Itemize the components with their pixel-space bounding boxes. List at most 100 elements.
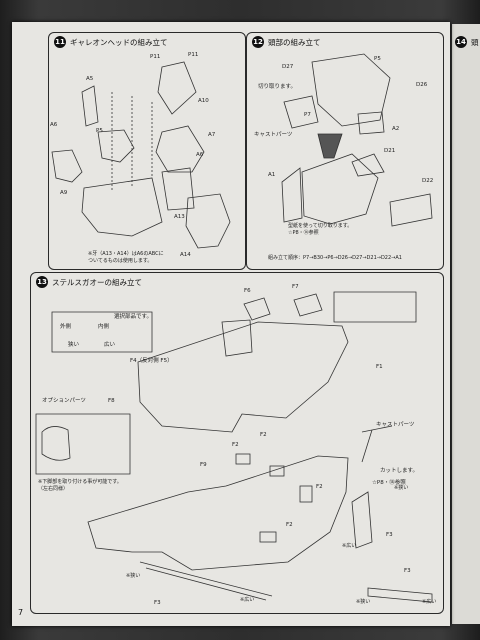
part-f3-bottom [139, 561, 273, 601]
part-cast-face [283, 95, 319, 129]
line-art [35, 53, 433, 603]
assembly-order-12: 組み立て順序：P7→B30→P6→D26→D27→D21→D22→A1 [268, 255, 402, 261]
label-narrow-3: ※狭い [126, 573, 141, 579]
label-a14: A14 [180, 252, 191, 258]
label-p7: P7 [304, 112, 311, 118]
part-f9-base [87, 455, 349, 571]
part-f6 [243, 297, 271, 321]
label-cut: カットします。 [380, 468, 418, 474]
part-a10 [157, 61, 197, 115]
label-outer-1: 外側 [60, 324, 72, 330]
section-11-title: ギャレオンヘッドの組み立て [70, 37, 168, 47]
note-12-line-2: ☆P8・⑭参照 [288, 230, 319, 236]
step-number-13: 13 [36, 276, 48, 288]
part-f3-right [351, 491, 373, 549]
label-ref-13: ☆P8・⑭参照 [372, 480, 406, 486]
label-f8: F8 [108, 398, 115, 404]
label-narrow-1: 狭い [68, 342, 80, 348]
label-d26: D26 [416, 82, 428, 88]
part-a2 [357, 111, 385, 135]
label-p5: P5 [96, 128, 103, 134]
label-p11-b: P11 [188, 52, 199, 58]
label-a2: A2 [392, 126, 400, 132]
section-11-frame [48, 32, 246, 270]
part-f3-small [367, 587, 433, 603]
part-f1-inner [221, 319, 253, 357]
part-a6-right [161, 167, 195, 211]
label-a9: A9 [60, 190, 68, 196]
label-f1: F1 [376, 364, 383, 370]
part-f7 [293, 293, 323, 317]
inner-outer-box [333, 291, 417, 323]
label-f7: F7 [292, 284, 299, 290]
part-f2-2 [269, 465, 285, 477]
part-a13-a14 [185, 193, 231, 249]
note-11-line-2: ついてるものは使用します。 [88, 258, 153, 264]
label-a13: A13 [174, 214, 185, 220]
part-a5 [81, 85, 99, 127]
part-a7 [155, 125, 205, 173]
note-12-line-1: 型紙を使って切り取ります。 [288, 223, 353, 229]
note-12: 型紙を使って切り取ります。 ☆P8・⑭参照 [288, 222, 352, 236]
label-a6-left: A6 [50, 122, 58, 128]
part-f8 [41, 426, 71, 461]
section-12-title: 頭部の組み立て [268, 37, 321, 47]
label-a5: A5 [86, 76, 94, 82]
part-d21 [351, 153, 385, 177]
note-11-line-1: ※牙（A13・A14）はA6のABCに [88, 251, 164, 257]
label-f2-3: F2 [316, 484, 323, 490]
label-f6: F6 [244, 288, 251, 294]
label-a7: A7 [208, 132, 216, 138]
label-f2-2: F2 [260, 432, 267, 438]
part-p5-head [311, 53, 391, 127]
section-13-header: 13 ステルスガオーの組み立て [36, 276, 142, 288]
part-a6-left [51, 149, 83, 183]
label-narrow-2: ※狭い [394, 485, 409, 491]
selection-box [51, 311, 153, 353]
section-12-frame [246, 32, 444, 270]
label-f2-1: F2 [232, 442, 239, 448]
note-13: ※下脚部を取り付ける事が可能です。 （左右同様） [38, 478, 122, 492]
note-13-line-2: （左右同様） [38, 486, 69, 492]
next-page-edge [452, 24, 480, 624]
label-option-parts: オプションパーツ [42, 398, 86, 404]
part-a9 [81, 177, 163, 237]
label-cast-parts-12: キャストパーツ [254, 132, 293, 138]
note-13-line-1: ※下脚部を取り付ける事が可能です。 [38, 479, 122, 485]
step-number-12: 12 [252, 36, 264, 48]
part-f2-3 [299, 485, 313, 503]
part-f1 [137, 321, 349, 433]
label-f3-right: F3 [386, 532, 393, 538]
part-p5 [97, 129, 135, 163]
section-14-header: 14 頭 [455, 36, 479, 48]
label-f9: F9 [200, 462, 207, 468]
label-a10: A10 [198, 98, 209, 104]
label-p5-head: P5 [374, 56, 381, 62]
part-d22 [389, 193, 433, 227]
label-wide-1: 広い [104, 342, 116, 348]
label-d27: D27 [282, 64, 294, 70]
page-number: 7 [18, 608, 24, 617]
label-a6-right: A6 [196, 152, 204, 158]
part-f2-1 [235, 453, 251, 465]
section-13-title: ステルスガオーの組み立て [52, 277, 142, 287]
part-a1-left [281, 167, 303, 223]
label-wide-3: ※広い [240, 597, 255, 603]
cast-part-rod [361, 425, 393, 463]
section-11-header: 11 ギャレオンヘッドの組み立て [54, 36, 168, 48]
label-f4-f5: F4（反対側 F5） [130, 358, 173, 364]
label-f3-bottom: F3 [154, 600, 161, 606]
option-parts-box [35, 413, 131, 475]
label-cut-off: 切り取ります。 [258, 84, 296, 90]
note-11: ※牙（A13・A14）はA6のABCに ついてるものは使用します。 [88, 250, 164, 264]
label-narrow-4: ※狭い [356, 599, 371, 605]
label-f2-4: F2 [286, 522, 293, 528]
step-number-11: 11 [54, 36, 66, 48]
label-d21: D21 [384, 148, 396, 154]
instruction-page: 11 ギャレオンヘッドの組み立て 12 頭部の組み立て 13 ステルスガオーの組… [12, 22, 450, 626]
section-12-header: 12 頭部の組み立て [252, 36, 321, 48]
part-head-body [301, 153, 379, 225]
label-inner-1: 内側 [98, 324, 110, 330]
label-d22: D22 [422, 178, 434, 184]
label-cast-parts-13: キャストパーツ [376, 422, 415, 428]
